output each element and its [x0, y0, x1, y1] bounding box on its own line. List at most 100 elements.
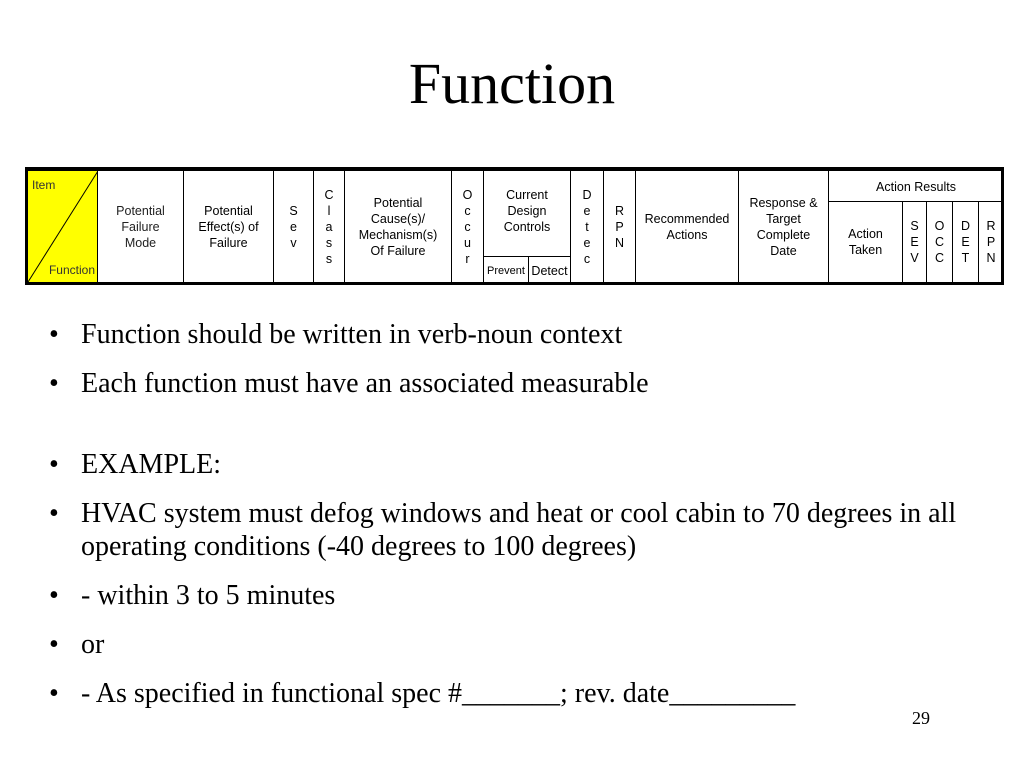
header-text-line: S — [289, 203, 298, 218]
bullet-item: • Function should be written in verb-noun… — [45, 318, 1005, 351]
bullet-item: • - As specified in functional spec #____… — [45, 677, 1005, 710]
bullet-dot: • — [49, 498, 59, 529]
bullet-dot: • — [49, 580, 59, 611]
header-text-line: C — [324, 187, 334, 202]
header-text-line: e — [583, 203, 591, 218]
header-text-line: S — [910, 219, 919, 233]
header-text-line: Date — [770, 243, 797, 258]
bullet-text: HVAC system must defog windows and heat … — [81, 498, 957, 562]
prevent-detect-divider — [528, 256, 529, 282]
header-text-line: E — [910, 235, 919, 249]
diagonal-divider — [28, 171, 98, 282]
header-text-line: D — [960, 219, 971, 233]
action-results-divider — [829, 201, 1003, 202]
bullet-item: • HVAC system must defog windows and heat… — [45, 497, 1005, 563]
header-text-line: t — [585, 219, 589, 234]
detect-label: Detect — [531, 264, 568, 278]
header-text-line: R — [614, 203, 625, 218]
prevent-label: Prevent — [487, 265, 525, 277]
bullet-text: - As specified in functional spec #_____… — [81, 678, 796, 709]
item-function-cell: Item Function — [28, 171, 98, 282]
header-text-line: Design — [507, 204, 547, 218]
header-text-line: T — [961, 251, 970, 265]
slide-title: Function — [408, 51, 616, 116]
header-text-line: Response & — [749, 195, 818, 210]
header-text-line: O — [934, 219, 945, 233]
header-text-line: Mechanism(s) — [358, 227, 438, 242]
header-text-line: Potential — [204, 203, 253, 218]
header-text-line: e — [583, 235, 591, 250]
header-text-line: s — [325, 235, 333, 250]
bullet-item: • Each function must have an associated m… — [45, 367, 1005, 400]
bullet-dot: • — [49, 678, 59, 709]
header-text-line: Of Failure — [370, 243, 426, 258]
bullet-dot: • — [49, 368, 59, 399]
bullet-dot: • — [49, 449, 59, 480]
bullet-dot: • — [49, 319, 59, 350]
header-text-line: c — [464, 203, 471, 218]
header-text-line: c — [583, 251, 591, 266]
page-number: 29 — [912, 708, 930, 728]
item-label: Item — [32, 178, 56, 192]
controls-divider — [484, 256, 571, 257]
header-text-line: Potential — [373, 195, 423, 210]
header-text-line: R — [986, 219, 996, 233]
header-text-line: v — [290, 235, 297, 250]
header-text-line: Taken — [848, 243, 883, 257]
header-text-line: a — [325, 219, 333, 234]
header-text-line: Actions — [666, 227, 708, 242]
bullet-text: or — [81, 629, 105, 660]
header-text-line: Action — [848, 227, 883, 241]
bullet-text: EXAMPLE: — [81, 449, 221, 480]
header-text-line: O — [462, 187, 473, 202]
header-text-line: s — [325, 251, 333, 266]
header-text-line: P — [615, 219, 624, 234]
header-text-line: V — [910, 251, 919, 265]
header-text-line: Controls — [503, 220, 551, 234]
header-text-line: Effect(s) of — [198, 219, 259, 234]
header-text-line: Mode — [124, 235, 157, 250]
bullet-text: - within 3 to 5 minutes — [81, 580, 336, 611]
bullet-item: • - within 3 to 5 minutes — [45, 579, 1005, 612]
header-text-line: Recommended — [644, 211, 730, 226]
action-results-header: Action Results — [876, 180, 956, 194]
bullet-text: Function should be written in verb-noun … — [81, 319, 623, 350]
header-text-line: Potential — [116, 203, 165, 218]
header-text-line: c — [464, 219, 471, 234]
function-label: Function — [48, 262, 95, 277]
header-text-line: E — [961, 235, 970, 249]
header-text-line: N — [614, 235, 625, 250]
bullet-text: Each function must have an associated me… — [81, 368, 649, 399]
header-text-line: Target — [766, 211, 801, 226]
header-text-line: C — [934, 235, 944, 249]
bullet-list: • Function should be written in verb-noun… — [45, 318, 1005, 726]
bullet-dot: • — [49, 629, 59, 660]
header-text-line: P — [986, 235, 996, 249]
header-text-line: Current — [506, 188, 548, 202]
header-text-line: C — [934, 251, 944, 265]
header-text-line: Failure — [209, 235, 248, 250]
header-text-line: r — [465, 251, 470, 266]
header-text-line: e — [290, 219, 297, 234]
bullet-item: • or — [45, 628, 1005, 661]
header-text-line: u — [464, 235, 471, 250]
header-text-line: Cause(s)/ — [370, 211, 426, 226]
header-text-line: Complete — [756, 227, 811, 242]
